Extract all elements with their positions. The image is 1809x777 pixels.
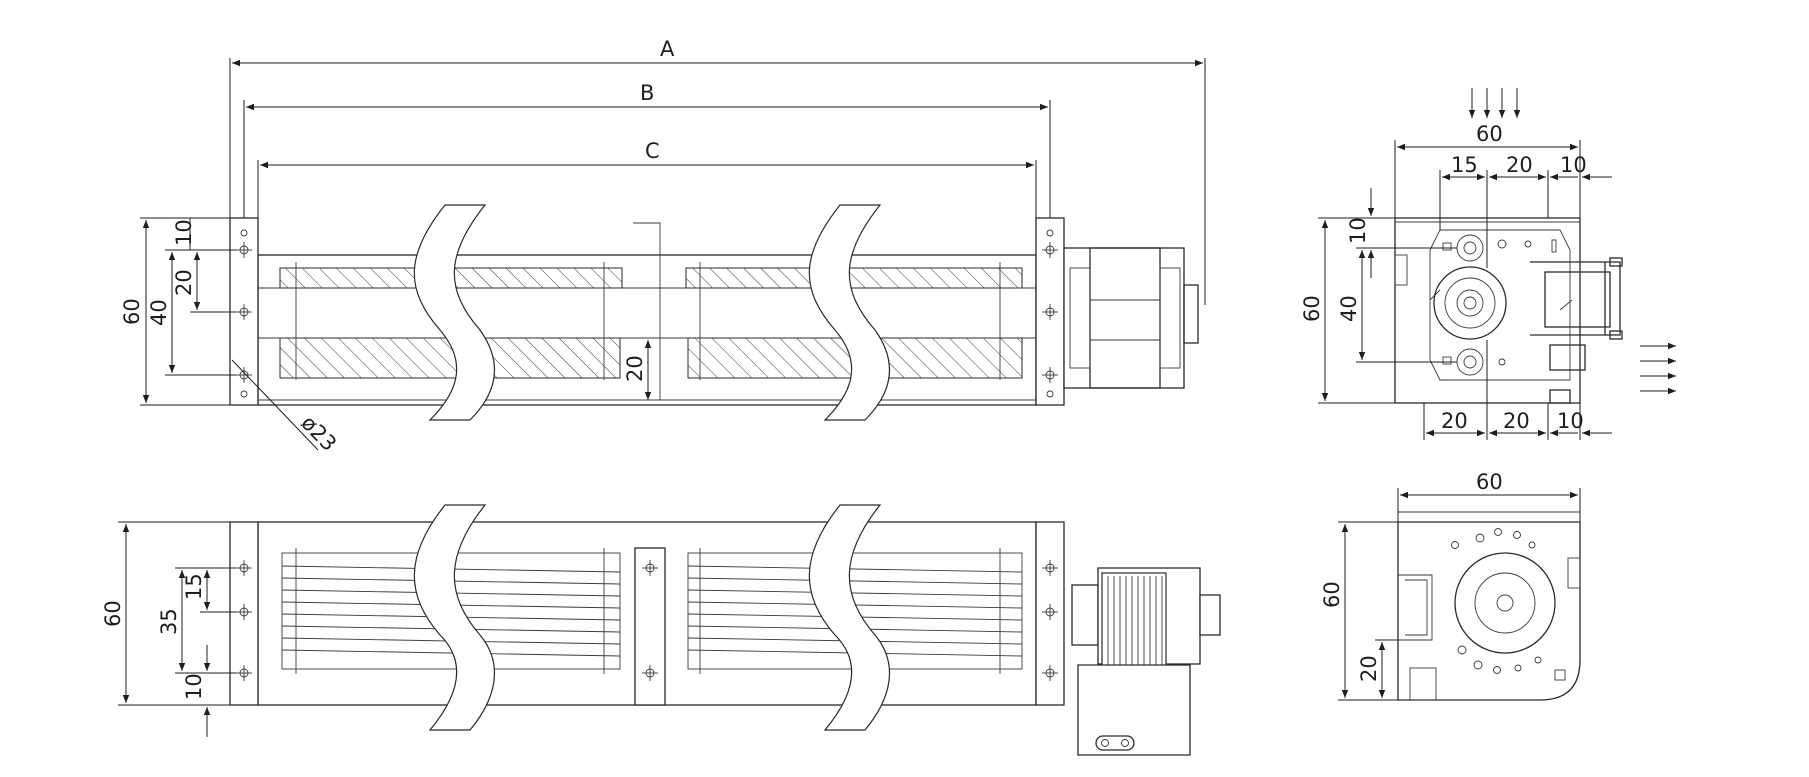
side-top-dim-left-10: 10	[1346, 217, 1370, 244]
motor-front	[1063, 247, 1199, 389]
side-bottom-dim-left-60: 60	[1320, 581, 1344, 608]
motor-bottom	[1071, 567, 1221, 756]
dimension-c: C	[257, 139, 1037, 260]
bottom-dimensions: 60 35 15 10	[101, 521, 236, 737]
dimension-b-label: B	[640, 81, 654, 105]
impeller-band-upper-right	[685, 267, 1023, 289]
side-bottom-dim-left-20: 20	[1357, 655, 1381, 682]
mounting-holes	[236, 242, 1058, 383]
side-top-dim-60: 60	[1476, 122, 1503, 146]
bottom-view: 60 35 15 10	[101, 504, 1221, 756]
side-top-dimensions-left: 60 40 10	[1300, 188, 1457, 404]
side-bottom-dim-top-60: 60	[1476, 470, 1503, 494]
bottom-break-marks	[413, 504, 890, 731]
side-top-dim-bottom-20a: 20	[1441, 409, 1468, 433]
dimension-c-label: C	[645, 139, 660, 163]
dimension-b: B	[243, 81, 1051, 218]
bottom-dim-60: 60	[101, 600, 125, 627]
side-bottom-dimensions: 60 60 20	[1320, 470, 1581, 701]
front-dim-40: 40	[147, 299, 171, 326]
bottom-dim-15: 15	[182, 573, 206, 600]
bottom-impeller-right	[687, 548, 1023, 674]
side-bottom-holes	[1451, 528, 1542, 674]
side-bottom-hub-outer	[1454, 552, 1556, 654]
break-marks	[413, 204, 890, 421]
bottom-dim-35: 35	[157, 608, 181, 635]
side-top-dim-15: 15	[1451, 153, 1478, 177]
bottom-dim-10: 10	[182, 673, 206, 700]
airflow-out-arrows	[1640, 342, 1676, 395]
airflow-in-arrows	[1468, 88, 1521, 118]
side-bottom-housing	[1397, 521, 1581, 701]
front-dim-60: 60	[120, 298, 144, 325]
side-top-dim-10: 10	[1560, 153, 1587, 177]
dimension-a: A	[229, 37, 1206, 305]
front-view: A B C 20	[120, 37, 1206, 456]
side-top-dim-left-60: 60	[1300, 295, 1324, 322]
side-top-bracket	[1530, 257, 1623, 404]
front-dim-10: 10	[172, 219, 196, 246]
side-top-dim-20: 20	[1506, 153, 1533, 177]
side-top-dimensions-top: 60 15 20 10	[1394, 122, 1612, 268]
front-inner-height-label: 20	[623, 355, 647, 382]
hole-diameter-label: ø23	[296, 411, 341, 456]
motor-hub-outer	[1433, 266, 1507, 340]
side-top-dim-bottom-20b: 20	[1503, 409, 1530, 433]
side-top-dim-left-40: 40	[1337, 295, 1361, 322]
side-top-dimensions-bottom: 20 20 10	[1423, 340, 1612, 440]
front-left-dimensions: 60 40 20 10	[120, 217, 236, 406]
side-view-top: 60 15 20 10 60 40 10	[1300, 88, 1676, 440]
side-top-dim-bottom-10: 10	[1557, 409, 1584, 433]
front-dim-20: 20	[172, 269, 196, 296]
side-view-bottom: 60 60 20	[1320, 470, 1581, 701]
dimension-a-label: A	[660, 37, 675, 61]
